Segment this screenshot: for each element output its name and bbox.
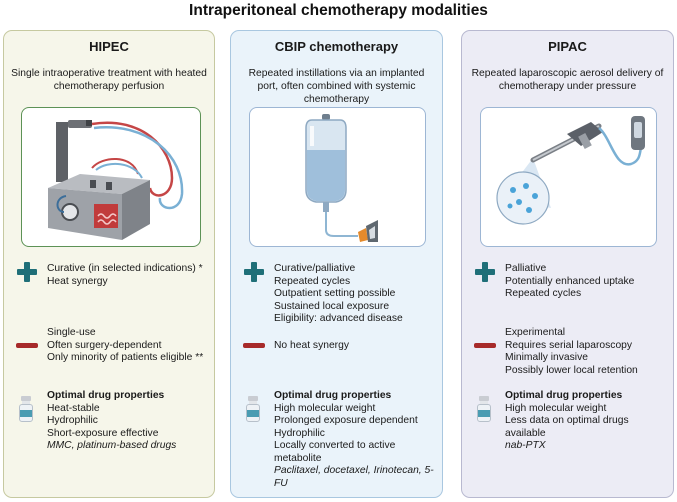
panel-description: Single intraoperative treatment with hea… bbox=[11, 68, 207, 92]
list-item: Minimally invasive bbox=[505, 352, 588, 363]
list-item: Possibly lower local retention bbox=[505, 364, 638, 376]
drug-vial-icon bbox=[19, 396, 33, 422]
list-item: Heat synergy bbox=[47, 275, 108, 287]
panel-description: Repeated laparoscopic aerosol delivery o… bbox=[471, 68, 664, 92]
plus-icon bbox=[244, 262, 264, 282]
drug-heading: Optimal drug properties bbox=[47, 390, 165, 401]
drug-properties: Optimal drug properties High molecular w… bbox=[274, 390, 438, 490]
drug-vial-icon bbox=[477, 396, 491, 422]
minus-icon bbox=[243, 343, 265, 348]
drug-properties: Optimal drug properties High molecular w… bbox=[505, 390, 669, 453]
advantages-list: Curative (in selected indications) * Hea… bbox=[47, 263, 210, 288]
laparoscope-illustration bbox=[480, 107, 657, 247]
plus-icon bbox=[17, 262, 37, 282]
drug-examples: nab-PTX bbox=[505, 440, 546, 451]
list-item: Experimental bbox=[505, 327, 566, 338]
panel-title: HIPEC bbox=[89, 39, 129, 54]
plus-icon bbox=[475, 262, 495, 282]
list-item: Sustained local exposure bbox=[274, 300, 390, 312]
figure-title: Intraperitoneal chemotherapy modalities bbox=[189, 2, 488, 19]
drug-vial-icon bbox=[246, 396, 260, 422]
panel-cbip: CBIP chemotherapy Repeated instillations… bbox=[230, 30, 443, 498]
list-item: No heat synergy bbox=[274, 340, 349, 351]
drug-heading: Optimal drug properties bbox=[274, 390, 392, 401]
list-item: Eligibility: advanced disease bbox=[274, 313, 403, 324]
list-item: Repeated cycles bbox=[274, 275, 351, 287]
advantages-list: Curative/palliative Repeated cycles Outp… bbox=[274, 263, 438, 326]
list-item: Locally converted to active metabolite bbox=[274, 440, 396, 464]
disadvantages-list: No heat synergy bbox=[274, 340, 438, 353]
list-item: Curative/palliative bbox=[274, 263, 356, 274]
list-item: Repeated cycles bbox=[505, 288, 582, 299]
drug-examples: MMC, platinum-based drugs bbox=[47, 440, 177, 451]
drug-examples: Paclitaxel, docetaxel, Irinotecan, 5-FU bbox=[274, 465, 434, 489]
list-item: Hydrophilic bbox=[274, 427, 325, 439]
list-item: Often surgery-dependent bbox=[47, 339, 162, 351]
disadvantages-list: Experimental Requires serial laparoscopy… bbox=[505, 327, 669, 377]
panel-title: CBIP chemotherapy bbox=[274, 39, 399, 54]
list-item: Single-use bbox=[47, 327, 96, 338]
panel-title: PIPAC bbox=[548, 39, 587, 54]
list-item: High molecular weight bbox=[274, 402, 376, 414]
hipec-machine-illustration bbox=[21, 107, 201, 247]
list-item: Outpatient setting possible bbox=[274, 288, 396, 299]
list-item: Heat-stable bbox=[47, 402, 100, 414]
list-item: Hydrophilic bbox=[47, 415, 98, 426]
panel-description: Repeated instillations via an implanted … bbox=[248, 68, 425, 105]
list-item: Palliative bbox=[505, 263, 547, 274]
drug-properties: Optimal drug properties Heat-stable Hydr… bbox=[47, 390, 210, 453]
panel-hipec: HIPEC Single intraoperative treatment wi… bbox=[3, 30, 215, 498]
list-item: Requires serial laparoscopy bbox=[505, 339, 633, 351]
list-item: Prolonged exposure dependent bbox=[274, 415, 418, 426]
list-item: Only minority of patients eligible ** bbox=[47, 352, 204, 363]
list-item: Less data on optimal drugs available bbox=[505, 415, 629, 439]
minus-icon bbox=[474, 343, 496, 348]
minus-icon bbox=[16, 343, 38, 348]
list-item: High molecular weight bbox=[505, 402, 607, 414]
list-item: Potentially enhanced uptake bbox=[505, 275, 635, 287]
iv-bag-illustration bbox=[249, 107, 426, 247]
drug-heading: Optimal drug properties bbox=[505, 390, 623, 401]
list-item: Short-exposure effective bbox=[47, 427, 159, 439]
panel-pipac: PIPAC Repeated laparoscopic aerosol deli… bbox=[461, 30, 674, 498]
advantages-list: Palliative Potentially enhanced uptake R… bbox=[505, 263, 669, 301]
disadvantages-list: Single-use Often surgery-dependent Only … bbox=[47, 327, 210, 365]
list-item: Curative (in selected indications) * bbox=[47, 263, 203, 274]
